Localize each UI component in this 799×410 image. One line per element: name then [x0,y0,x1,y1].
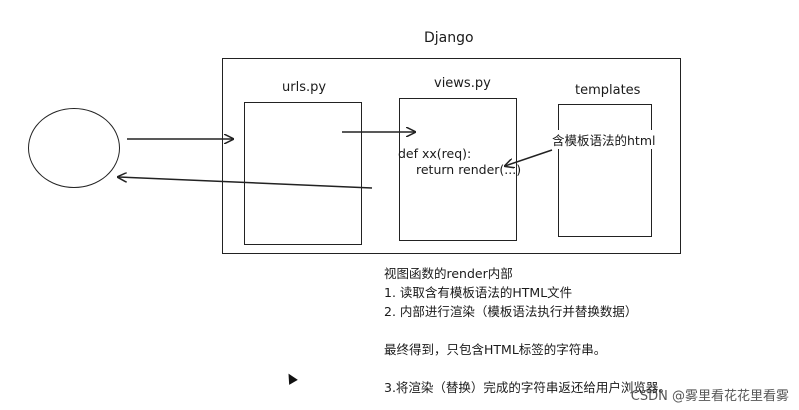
views-code-line2: return render(...) [416,162,522,177]
django-container [222,58,681,254]
urls-box [244,102,362,245]
notes-heading: 视图函数的render内部 [384,266,513,281]
arrow-template-to-render [505,149,553,166]
client-circle [28,108,120,188]
templates-box [558,104,652,237]
arrow-response-to-client [118,177,373,189]
views-label: views.py [434,76,491,91]
urls-label: urls.py [282,80,327,95]
notes-step2: 2. 内部进行渲染（模板语法执行并替换数据） [384,304,638,319]
templates-label: templates [575,83,641,98]
watermark: CSDN @雾里看花花里看雾 [630,389,789,404]
views-box [399,98,517,241]
render-notes: 视图函数的render内部 1. 读取含有模板语法的HTML文件 2. 内部进行… [384,264,671,397]
django-title: Django [424,30,474,46]
notes-step3: 3.将渲染（替换）完成的字符串返还给用户浏览器。 [384,380,671,395]
template-note: 含模板语法的html [552,130,656,149]
views-code-line1: def xx(req): [398,146,472,161]
notes-step1: 1. 读取含有模板语法的HTML文件 [384,285,573,300]
notes-result: 最终得到，只包含HTML标签的字符串。 [384,342,607,357]
